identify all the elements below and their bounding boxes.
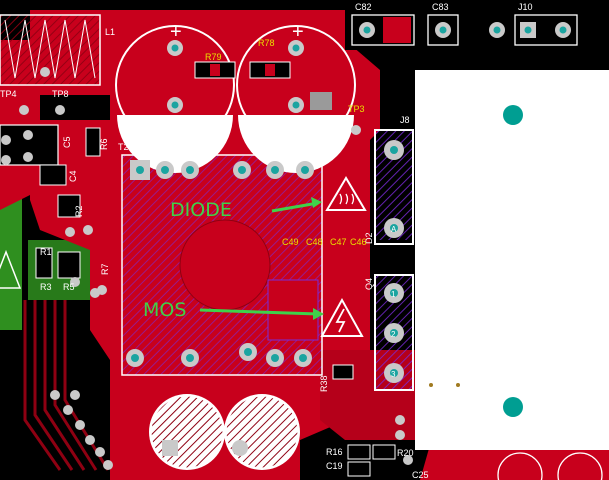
label-c25: C25 <box>412 470 429 480</box>
j10-pad-round-hole <box>559 26 567 34</box>
small-via-1 <box>429 383 433 387</box>
label-r5: R5 <box>63 282 75 292</box>
label-plus-right: + <box>292 21 304 43</box>
label-r78: R78 <box>258 38 275 48</box>
capacitor-left-top[interactable] <box>115 25 235 173</box>
j10-outline[interactable] <box>514 14 578 46</box>
label-r6: R6 <box>99 138 109 150</box>
label-r7: R7 <box>100 263 110 275</box>
j8-pad-1-hole <box>390 146 398 154</box>
c82-outline[interactable] <box>351 14 415 46</box>
label-l1: L1 <box>105 27 115 37</box>
inductor-l1-outline <box>0 14 101 86</box>
small-via-2 <box>456 383 460 387</box>
keepout-strip <box>40 95 110 120</box>
label-c49: C49 <box>282 237 299 247</box>
mos-arrow-head <box>313 308 324 320</box>
label-r1: R1 <box>40 247 52 257</box>
label-r20: R20 <box>397 448 414 458</box>
c4-footprint[interactable] <box>39 164 67 186</box>
capacitor-bottom-right[interactable] <box>224 394 300 470</box>
transformer-core <box>179 219 271 311</box>
q4-pad-2-hole <box>390 329 398 337</box>
r16-footprint[interactable] <box>347 444 371 460</box>
r20-footprint[interactable] <box>372 444 396 460</box>
transformer-t2-outline[interactable] <box>121 154 323 376</box>
label-r2: R2 <box>74 205 84 217</box>
c82-pad-1-hole <box>363 26 371 34</box>
label-c47: C47 <box>330 237 347 247</box>
label-tp3: TP3 <box>348 104 365 114</box>
r6-footprint[interactable] <box>85 127 101 157</box>
label-q4: Q4 <box>364 278 374 290</box>
c83-pad-2-hole <box>493 26 501 34</box>
capacitor-bottom-far-right[interactable] <box>497 452 603 480</box>
label-pin-2: 2 <box>391 330 396 339</box>
c83-pad-hole <box>439 26 447 34</box>
mosfet-q4[interactable] <box>374 274 414 391</box>
bottom-layer-region <box>0 170 22 340</box>
test-pad-gray[interactable] <box>310 92 332 110</box>
label-pin-3: 3 <box>391 370 396 379</box>
high-voltage-warning-icon <box>320 297 364 337</box>
label-c48: C48 <box>306 237 323 247</box>
label-tp8: TP8 <box>52 89 69 99</box>
label-j8: J8 <box>400 115 410 125</box>
trace-bundle <box>23 300 110 471</box>
r2-footprint[interactable] <box>57 194 81 218</box>
annotation-diode: DIODE <box>170 199 232 221</box>
transformer-pads[interactable] <box>126 160 314 367</box>
resistor-r79-pad <box>210 64 220 76</box>
label-plus-left: + <box>170 21 182 43</box>
label-t2: T2 <box>118 142 129 152</box>
label-c5: C5 <box>62 136 72 148</box>
c19-footprint[interactable] <box>347 461 371 477</box>
label-r16: R16 <box>326 447 343 457</box>
q4-pad-1-hole <box>390 289 398 297</box>
annotation-mos: MOS <box>143 299 186 321</box>
capacitor-bottom-left[interactable] <box>149 394 225 470</box>
label-pin-1: 1 <box>391 290 396 299</box>
diode-arrow <box>271 201 319 213</box>
capacitor-right-top[interactable] <box>236 25 356 173</box>
c5-pad-2[interactable] <box>23 152 33 162</box>
q4-pad-3-hole <box>390 369 398 377</box>
c5-pad-1[interactable] <box>23 130 33 140</box>
label-r3: R3 <box>40 282 52 292</box>
label-r38: R38 <box>319 375 329 392</box>
mount-hole-bottom <box>503 397 523 417</box>
diode-arrow-head <box>311 197 322 208</box>
copper-pour-bottom-right <box>420 445 609 480</box>
label-c83: C83 <box>432 2 449 12</box>
label-c82: C82 <box>355 2 372 12</box>
label-c46: C46 <box>350 237 367 247</box>
r1-footprint[interactable] <box>35 247 53 279</box>
label-r79: R79 <box>205 52 222 62</box>
left-warning-triangle <box>0 249 22 289</box>
label-pin-a: A <box>391 225 397 234</box>
r3-r5-footprint[interactable] <box>57 251 81 279</box>
label-tp4: TP4 <box>0 89 17 99</box>
label-j10: J10 <box>518 2 533 12</box>
vias-left <box>1 67 413 470</box>
j10-pad-square-hole <box>524 26 532 34</box>
label-d2: D2 <box>364 232 374 244</box>
j8-pad-2-hole <box>390 224 398 232</box>
resistor-r78-pad <box>265 64 275 76</box>
mount-hole-top <box>503 105 523 125</box>
label-c4: C4 <box>68 170 78 182</box>
heatsink <box>415 70 609 450</box>
c83-outline[interactable] <box>427 14 459 46</box>
label-c19: C19 <box>326 461 343 471</box>
inductor-l1-zigzag <box>4 19 96 79</box>
hot-surface-warning-icon <box>325 176 367 211</box>
mos-arrow <box>199 308 319 316</box>
r38-footprint[interactable] <box>332 364 354 380</box>
connector-j8[interactable] <box>374 129 414 245</box>
c82-body <box>383 17 411 43</box>
mosfet-tab-zone <box>267 279 319 341</box>
